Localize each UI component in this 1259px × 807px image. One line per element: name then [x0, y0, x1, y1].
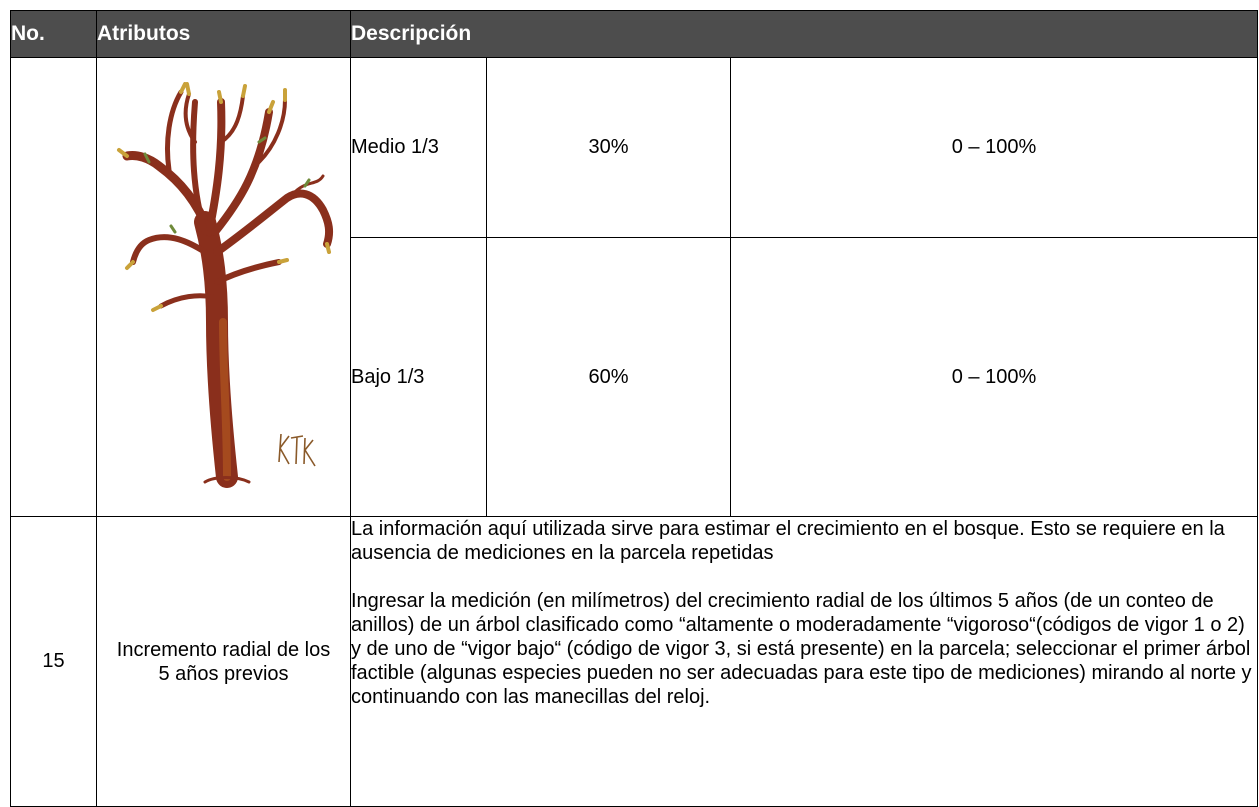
sub-row-range: 0 – 100% — [730, 57, 1258, 238]
table-row: Medio 1/3 30% 0 – 100% — [10, 57, 1258, 517]
sub-row-label: Medio 1/3 — [350, 57, 487, 238]
tree-image-cell — [96, 57, 351, 517]
signature-mark — [277, 433, 316, 467]
row-attribute: Incremento radial de los 5 años previos — [96, 516, 351, 807]
empty-number-cell — [10, 57, 97, 517]
header-description: Descripción — [350, 10, 1258, 58]
sub-row-range: 0 – 100% — [730, 237, 1258, 517]
sub-row-value: 60% — [486, 237, 731, 517]
description-paragraph: La información aquí utilizada sirve para… — [351, 518, 1225, 564]
table-row: Bajo 1/3 60% 0 – 100% — [11, 237, 1258, 517]
row-number: 15 — [10, 516, 97, 807]
sub-row-value: 30% — [486, 57, 731, 238]
header-no: No. — [10, 10, 97, 58]
sub-row-label: Bajo 1/3 — [350, 237, 487, 517]
description-paragraph: Ingresar la medición (en milímetros) del… — [351, 590, 1252, 708]
header-attributes: Atributos — [96, 10, 351, 58]
attributes-table: No. Atributos Descripción — [10, 10, 1258, 807]
tree-illustration — [116, 82, 333, 488]
header-row: No. Atributos Descripción — [10, 10, 1258, 58]
row-description: La información aquí utilizada sirve para… — [350, 516, 1258, 807]
table-row-15: 15 Incremento radial de los 5 años previ… — [10, 516, 1258, 807]
